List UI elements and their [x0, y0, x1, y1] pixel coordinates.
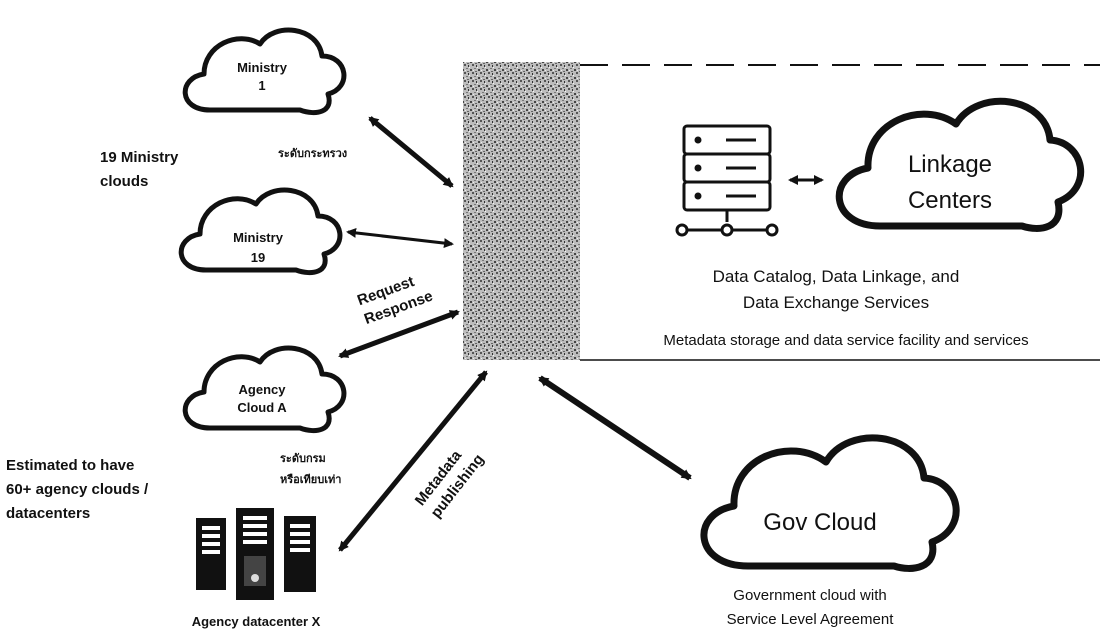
- arrow-metadata-publishing: [338, 370, 488, 552]
- cloud-icon: [182, 27, 347, 116]
- server-rack-icon: [682, 124, 772, 212]
- gov-cloud: Gov Cloud: [700, 434, 960, 572]
- ministry-1-cloud: Ministry 1: [182, 27, 347, 116]
- department-level-thai-line2: หรือเทียบเท่า: [280, 473, 341, 486]
- cloud-icon: [182, 345, 347, 434]
- agency-cloud-a: Agency Cloud A: [182, 345, 347, 434]
- gov-cloud-caption-line2: Service Level Agreement: [727, 611, 895, 628]
- department-level-thai-line1: ระดับกรม: [280, 452, 326, 465]
- cloud-icon: [178, 187, 343, 276]
- cloud-icon: [700, 434, 960, 572]
- linkage-centers-line2: Centers: [908, 187, 992, 214]
- gov-cloud-title: Gov Cloud: [763, 509, 876, 536]
- ministry-1-number: 1: [258, 78, 265, 93]
- agency-estimate-note-line2: 60+ agency clouds /: [6, 481, 149, 498]
- linkage-centers-line1: Linkage: [908, 151, 992, 178]
- cloud-icon: [835, 97, 1085, 232]
- ministry-clouds-note-line1: 19 Ministry: [100, 149, 179, 166]
- agency-cloud-a-label: Agency: [239, 382, 287, 397]
- server-towers-icon: [196, 508, 316, 600]
- services-line3: Metadata storage and data service facili…: [663, 332, 1028, 349]
- gov-cloud-caption-line1: Government cloud with: [733, 587, 886, 604]
- central-hub: [463, 62, 580, 360]
- arrow-ministry-19: [346, 227, 454, 249]
- services-line2: Data Exchange Services: [743, 293, 929, 312]
- services-line1: Data Catalog, Data Linkage, and: [713, 267, 960, 286]
- arrow-request-response: [338, 309, 460, 359]
- network-nodes-icon: [675, 210, 779, 237]
- ministry-clouds-note-line2: clouds: [100, 173, 148, 190]
- linkage-centers-cloud: Linkage Centers: [835, 97, 1085, 232]
- ministry-19-number: 19: [251, 250, 265, 265]
- agency-datacenter-label: Agency datacenter X: [192, 614, 321, 629]
- agency-estimate-note-line3: datacenters: [6, 505, 90, 522]
- ministry-19-cloud: Ministry 19: [178, 187, 343, 276]
- ministry-19-label: Ministry: [233, 230, 284, 245]
- request-response-label: Request Response: [355, 273, 435, 328]
- agency-cloud-a-sublabel: Cloud A: [237, 400, 287, 415]
- ministry-1-label: Ministry: [237, 60, 288, 75]
- arrow-ministry-1: [368, 116, 454, 188]
- ministry-level-thai: ระดับกระทรวง: [278, 147, 347, 160]
- double-arrow-icon: [338, 116, 824, 552]
- agency-estimate-note-line1: Estimated to have: [6, 457, 134, 474]
- arrow-gov-cloud: [538, 375, 692, 481]
